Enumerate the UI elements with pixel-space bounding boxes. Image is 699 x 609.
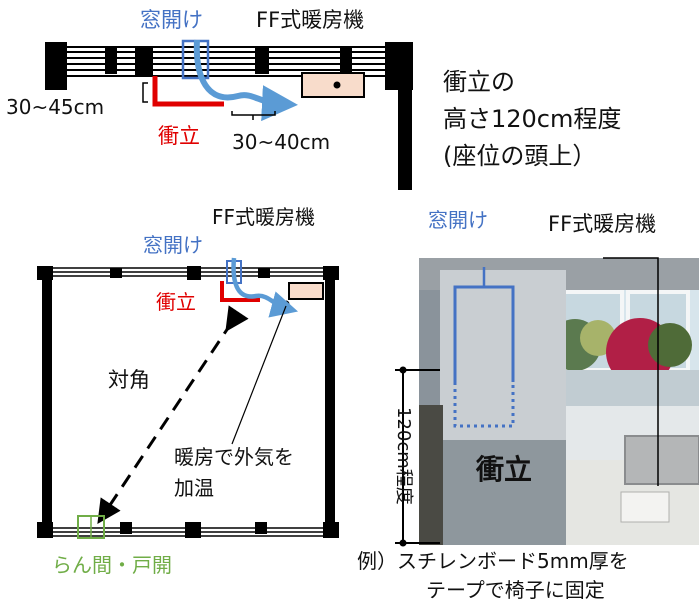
diagonal-arrow <box>97 305 249 524</box>
plan-screen <box>220 281 260 302</box>
top-note-line2: 高さ120cm程度 <box>443 105 622 133</box>
top-dim-right-label: 30~40cm <box>232 130 331 154</box>
photo-heater <box>624 435 699 485</box>
photo-panel <box>395 257 699 547</box>
plan-airflow-arrow <box>231 257 299 318</box>
room-wall-right <box>325 268 335 536</box>
plan-heater <box>288 282 324 300</box>
top-window-open-label: 窓開け <box>140 8 203 32</box>
heater-unit <box>301 72 365 98</box>
leader-line-warm <box>231 305 287 445</box>
top-dim-left-label: 30~45cm <box>6 95 105 119</box>
airflow-arrow <box>193 39 298 122</box>
plan-heater-label: FF式暖房機 <box>212 205 316 229</box>
side-wall <box>398 80 412 190</box>
photo-caption-line2: テープで椅子に固定 <box>426 578 605 602</box>
top-note-line1: 衝立の <box>443 68 515 96</box>
wall-pillar-left <box>45 42 67 90</box>
top-note-line3: (座位の頭上） <box>443 142 597 170</box>
room-wall-left <box>42 268 52 536</box>
plan-transom-label: らん間・戸開 <box>52 553 172 577</box>
plan-screen-label: 衝立 <box>156 290 196 314</box>
dim-brace-right <box>231 111 276 116</box>
top-screen-label: 衝立 <box>158 124 200 148</box>
photo-window-outline <box>453 285 515 382</box>
photo-heater-leader <box>603 257 659 486</box>
plan-diagonal-label: 対角 <box>108 368 150 392</box>
dim-brace-left <box>142 82 148 103</box>
photo-caption-line1: 例）スチレンボード5mm厚を <box>357 549 629 573</box>
photo-heater-label: FF式暖房機 <box>548 212 657 236</box>
plan-warm-line2: 加温 <box>174 476 214 500</box>
plan-window-open-label: 窓開け <box>143 233 203 257</box>
photo-window-open-label: 窓開け <box>428 208 488 232</box>
screen-line <box>152 76 224 107</box>
photo-screen-text: 衝立 <box>476 453 533 486</box>
top-detail-diagram <box>45 39 413 190</box>
plan-warm-line1: 暖房で外気を <box>174 445 294 469</box>
photo-height-label: 120cm程度 <box>393 407 414 505</box>
room-plan <box>37 257 339 539</box>
top-heater-label: FF式暖房機 <box>256 8 365 32</box>
